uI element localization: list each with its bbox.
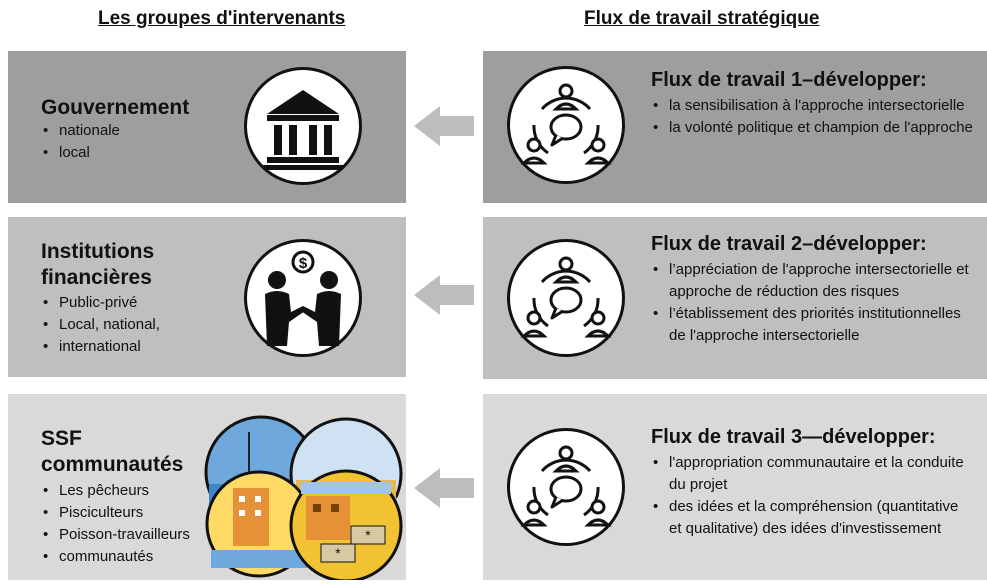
government-building-icon — [244, 67, 362, 185]
stakeholder-panel-ssf: SSF communautés Les pêcheurs Pisciculteu… — [8, 394, 406, 580]
svg-text:$: $ — [299, 255, 308, 272]
stakeholders-header: Les groupes d'intervenants — [98, 8, 346, 29]
list-item: la sensibilisation à l'approche intersec… — [651, 95, 987, 117]
stakeholder-list: Les pêcheurs Pisciculteurs Poisson-trava… — [41, 480, 190, 568]
list-item: l'appropriation communautaire et la cond… — [651, 452, 971, 496]
arrow-left-icon — [414, 275, 474, 315]
list-item-text: international — [59, 338, 141, 355]
workflows-header: Flux de travail stratégique — [584, 8, 820, 29]
list-item: communautés — [41, 546, 190, 568]
handshake-dollar-icon: $ — [244, 239, 362, 357]
list-item: Poisson-travailleurs — [41, 524, 190, 546]
people-dialogue-icon — [507, 239, 625, 357]
stakeholder-panel-government: Gouvernement nationale local — [8, 51, 406, 203]
stakeholder-panel-finance: Institutions financières Public-privé Lo… — [8, 217, 406, 377]
list-item: Les pêcheurs — [41, 480, 190, 502]
stakeholder-list: Public-privé Local, national, internatio… — [41, 292, 160, 358]
workflow-list: la sensibilisation à l'approche intersec… — [651, 95, 987, 139]
list-item: Local, national, — [41, 314, 160, 336]
stakeholder-title: Gouvernement — [41, 96, 190, 119]
list-item: local — [41, 142, 120, 164]
people-dialogue-icon — [507, 66, 625, 184]
list-item: nationale — [41, 120, 120, 142]
people-dialogue-icon — [507, 428, 625, 546]
stakeholder-title-line2: communautés — [41, 453, 184, 476]
svg-text:*: * — [335, 545, 341, 561]
workflow-panel-1: Flux de travail 1–développer: la sensibi… — [483, 51, 987, 203]
stakeholder-title-line1: Institutions — [41, 240, 155, 263]
list-item: Public-privé — [41, 292, 160, 314]
list-item: l’appréciation de l'approche intersector… — [651, 259, 981, 303]
arrow-left-icon — [414, 468, 474, 508]
list-item: Pisciculteurs — [41, 502, 190, 524]
list-item: l’établissement des priorités institutio… — [651, 303, 981, 347]
svg-text:*: * — [365, 527, 371, 543]
stakeholder-title-line1: SSF — [41, 427, 82, 450]
stakeholder-list: nationale local — [41, 120, 120, 164]
arrow-left-icon — [414, 106, 474, 146]
workflow-list: l’appréciation de l'approche intersector… — [651, 259, 981, 347]
workflow-title: Flux de travail 3—développer: — [651, 426, 936, 448]
workflow-panel-2: Flux de travail 2–développer: l’apprécia… — [483, 217, 987, 379]
list-item: des idées et la compréhension (quantitat… — [651, 496, 971, 540]
community-scenes-icon: * * — [204, 415, 403, 580]
stakeholder-title-line2: financières — [41, 266, 152, 289]
workflow-title: Flux de travail 1–développer: — [651, 69, 927, 91]
workflow-list: l'appropriation communautaire et la cond… — [651, 452, 971, 540]
list-item: la volonté politique et champion de l'ap… — [651, 117, 987, 139]
list-item-continuation: international — [41, 336, 160, 358]
workflow-panel-3: Flux de travail 3—développer: l'appropri… — [483, 394, 987, 580]
workflow-title: Flux de travail 2–développer: — [651, 233, 927, 255]
